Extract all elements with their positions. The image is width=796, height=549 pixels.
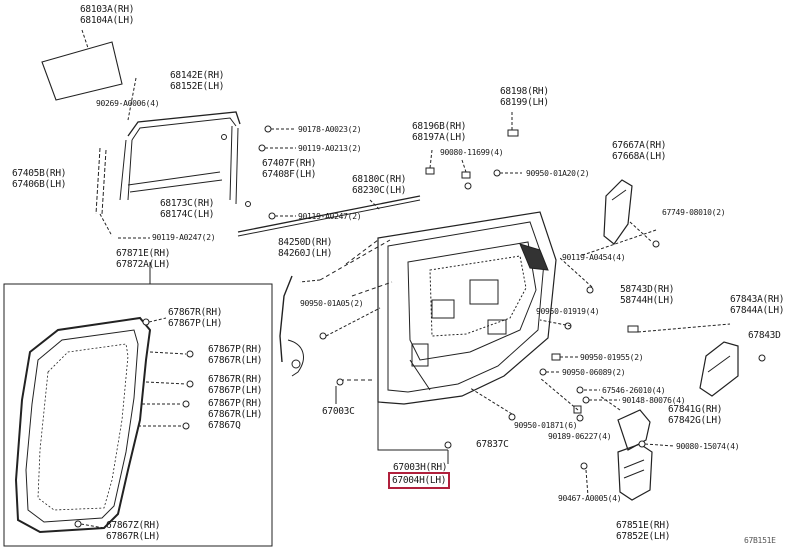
label-90119-a0247-left: 90119-A0247(2) <box>152 233 216 242</box>
label-67407f: 67407F(RH) 67408F(LH) <box>262 158 317 180</box>
label-67867q: 67867Q <box>208 420 241 431</box>
label-67667a: 67667A(RH) 67668A(LH) <box>612 140 667 162</box>
label-67405b: 67405B(RH) 67406B(LH) <box>12 168 67 190</box>
label-68173c: 68173C(RH) 68174C(LH) <box>160 198 215 220</box>
inset-box <box>3 262 273 547</box>
label-90119-a0213: 90119-A0213(2) <box>298 144 362 153</box>
door-panel-shape <box>377 211 557 405</box>
label-67837c: 67837C <box>476 439 509 450</box>
label-90269: 90269-A0006(4) <box>96 99 160 108</box>
bracket-lines <box>335 386 449 464</box>
label-67871e: 67871E(RH) 67872A(LH) <box>116 248 171 270</box>
label-84250d: 84250D(RH) 84260J(LH) <box>278 237 333 259</box>
lower-handle-bezel-shape <box>617 409 653 501</box>
label-90119-a0454: 90119-A0454(4) <box>562 253 626 262</box>
label-67003c: 67003C <box>322 406 355 417</box>
leader-lines <box>299 112 731 497</box>
label-67867r-group1: 67867R(RH) 67867P(LH) <box>168 307 223 329</box>
pull-handle-shape <box>699 341 766 397</box>
label-90950-01a20: 90950-01A20(2) <box>526 169 590 178</box>
label-67867p-group4: 67867P(RH) 67867R(LH) <box>208 398 263 420</box>
label-67843d: 67843D <box>748 330 781 341</box>
label-90950-01955: 90950-01955(2) <box>580 353 644 362</box>
label-diagram-code: 67B151E <box>744 536 776 545</box>
label-68142e: 68142E(RH) 68152E(LH) <box>170 70 225 92</box>
label-67841g: 67841G(RH) 67842G(LH) <box>668 404 723 426</box>
label-90080-15074: 90080-15074(4) <box>676 442 740 451</box>
belt-moulding-shape <box>237 195 421 237</box>
frame-fasteners <box>221 125 276 220</box>
label-90178: 90178-A0023(2) <box>298 125 362 134</box>
label-68103a: 68103A(RH) 68104A(LH) <box>80 4 135 26</box>
highlighted-part-67004h[interactable]: 67004H(LH) <box>388 472 451 489</box>
label-68196b: 68196B(RH) 68197A(LH) <box>412 121 467 143</box>
label-68198: 68198(RH) 68199(LH) <box>500 86 549 108</box>
label-90950-01871: 90950-01871(6) <box>514 421 578 430</box>
label-90080-11699: 90080-11699(4) <box>440 148 504 157</box>
label-67867p-group2: 67867P(RH) 67867R(LH) <box>208 344 263 366</box>
upper-garnish-shape <box>603 179 660 248</box>
label-90467: 90467-A0005(4) <box>558 494 622 503</box>
label-67851e: 67851E(RH) 67852E(LH) <box>616 520 671 542</box>
label-90950-01a05: 90950-01A05(2) <box>300 299 364 308</box>
label-67546: 67546-26010(4) <box>602 386 666 395</box>
label-67843a: 67843A(RH) 67844A(LH) <box>730 294 785 316</box>
label-67004h: 67004H(LH) <box>392 475 447 486</box>
inset-weatherstrip-shape <box>14 316 152 534</box>
label-67749: 67749-08010(2) <box>662 208 726 217</box>
label-90119-a0247-right: 90119-A0247(2) <box>298 212 362 221</box>
label-58743d: 58743D(RH) 58744H(LH) <box>620 284 675 306</box>
label-90148: 90148-80076(4) <box>622 396 686 405</box>
label-67003h: 67003H(RH) <box>393 462 448 473</box>
door-glass-shape <box>41 29 123 101</box>
inset-clips <box>74 318 194 528</box>
glass-run-frame-shape <box>95 77 241 237</box>
fastener-leaders <box>118 128 296 239</box>
door-outline-dashed <box>319 239 393 381</box>
label-68180c: 68180C(RH) 68230C(LH) <box>352 174 407 196</box>
label-90950-06089: 90950-06089(2) <box>562 368 626 377</box>
label-67867z: 67867Z(RH) 67867R(LH) <box>106 520 161 542</box>
inset-leaders <box>80 317 187 529</box>
label-90189: 90189-06227(4) <box>548 432 612 441</box>
label-90950-01919: 90950-01919(4) <box>536 307 600 316</box>
weatherstrip-shape <box>279 275 304 377</box>
label-67867r-group3: 67867R(RH) 67867P(LH) <box>208 374 263 396</box>
